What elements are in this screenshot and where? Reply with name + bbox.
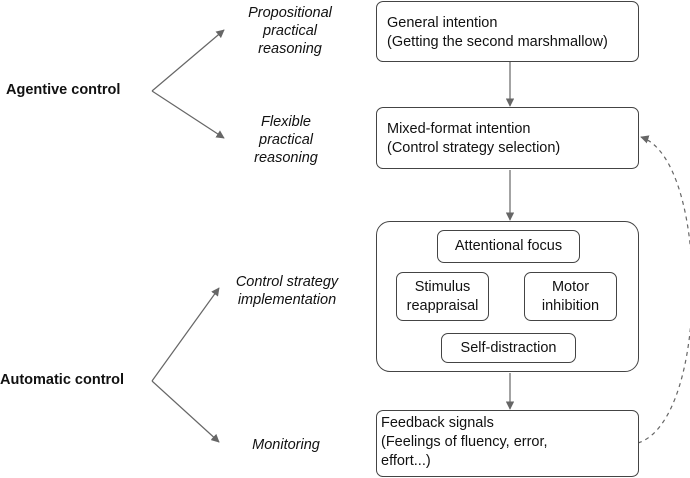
monitoring-label: Monitoring — [252, 437, 320, 453]
motor-inhibition-box: Motor inhibition — [524, 272, 617, 321]
attentional-focus-box: Attentional focus — [437, 230, 580, 263]
general-intention-box: General intention (Getting the second ma… — [376, 1, 639, 62]
arrow-automatic-to-monitoring — [151, 380, 220, 443]
feedback-signals-box: Feedback signals (Feelings of fluency, e… — [376, 410, 639, 477]
propositional-reasoning-label: Propositional practical reasoning — [248, 5, 332, 57]
flexible-reasoning-label: Flexible practical reasoning — [254, 114, 318, 166]
dashed-feedback-loop — [637, 135, 690, 444]
stimulus-reappraisal-box: Stimulus reappraisal — [396, 272, 489, 321]
arrow-agentive-to-propositional — [151, 29, 225, 92]
self-distraction-box: Self-distraction — [441, 333, 576, 363]
arrow-automatic-to-implementation — [151, 287, 220, 382]
arrow-agentive-to-flexible — [151, 90, 225, 139]
mixed-format-intention-box: Mixed-format intention (Control strategy… — [376, 107, 639, 169]
automatic-control-label: Automatic control — [0, 372, 125, 388]
implementation-label: Control strategy implementation — [235, 274, 339, 308]
agentive-control-label: Agentive control — [6, 82, 121, 98]
